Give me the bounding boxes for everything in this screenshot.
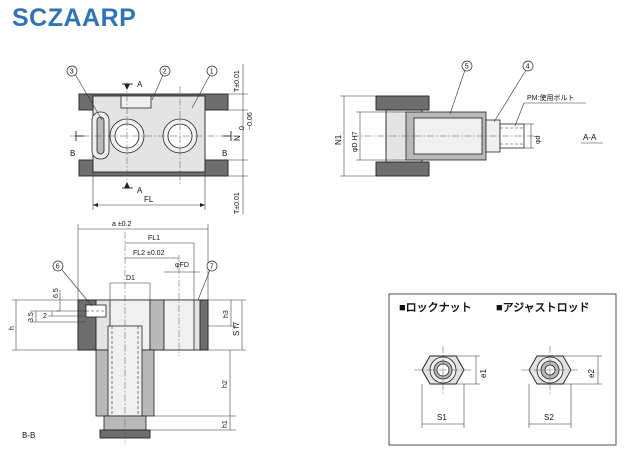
- dim-phi-d: φd: [535, 135, 542, 144]
- part-2-band: [120, 95, 152, 109]
- balloon-6: [52, 260, 64, 272]
- dim-t-top: T±0.01: [234, 70, 241, 92]
- section-b-right: B: [222, 149, 227, 158]
- balloon-4: [522, 60, 534, 72]
- legend-s2: S2: [544, 413, 554, 422]
- legend-lock-nut-title: ■ロックナット: [399, 301, 472, 314]
- dim-fl: FL: [144, 195, 154, 204]
- legend-e1: e1: [479, 369, 488, 378]
- section-aa-view: N1 φD H7 φd 5 4 PM:使用ボルト A-A: [334, 60, 603, 177]
- aa-upper-rail: [375, 95, 430, 111]
- balloon-7-label: 7: [210, 264, 214, 271]
- dim-h3: h3: [223, 310, 230, 318]
- callout-pm-bolt: PM:使用ボルト: [527, 93, 574, 102]
- slot-3-core: [96, 116, 105, 155]
- dim-n-tol-lower: −0.06: [247, 112, 254, 130]
- balloon-1: [206, 65, 218, 77]
- balloon-5: [461, 60, 473, 72]
- top-view: A A B B FL T±0.01 T±0.01 N 0 −0.06 3: [66, 64, 254, 214]
- lock-nut-hex: S1 e1: [414, 346, 488, 428]
- balloon-3-label: 3: [70, 69, 74, 76]
- dim-h2: h2: [222, 380, 229, 388]
- view-label-bb: B-B: [22, 431, 35, 440]
- balloon-4-label: 4: [526, 64, 530, 71]
- section-a-bottom: A: [137, 186, 143, 195]
- dim-h1: h1: [222, 420, 229, 428]
- balloon-2-label: 2: [163, 69, 167, 76]
- section-a-top: A: [137, 80, 143, 89]
- bb-right-rail: [199, 299, 209, 351]
- legend-adjust-rod-title: ■アジャストロッド: [496, 301, 590, 314]
- dim-n-tol-upper: 0: [239, 126, 246, 130]
- legend-e2: e2: [587, 369, 596, 378]
- aa-lower-rail: [375, 161, 430, 177]
- dim-n: N: [233, 135, 242, 141]
- dim-d1: D1: [126, 275, 135, 282]
- dim-2: 2: [43, 313, 47, 320]
- balloon-6-label: 6: [56, 264, 60, 271]
- section-bb-view: a ±0.2 FL1 FL2 ±0.02 φFD D1 h 6.5 3.5 2 …: [9, 221, 246, 445]
- bb-step: [149, 299, 165, 351]
- dim-n1: N1: [334, 134, 343, 145]
- legend-box: ■ロックナット ■アジャストロッド S1 e1: [388, 293, 617, 446]
- legend-s1: S1: [437, 413, 447, 422]
- dim-t-bottom: T±0.01: [234, 192, 241, 214]
- dim-fl2: FL2 ±0.02: [133, 250, 165, 257]
- balloon-5-label: 5: [465, 64, 469, 71]
- dim-6-5: 6.5: [53, 288, 60, 298]
- adjust-rod-hex: S2 e2: [521, 346, 602, 428]
- dim-phi-d-h7: φD H7: [352, 131, 359, 152]
- dim-s-f7: S f7: [232, 321, 241, 336]
- balloon-1-label: 1: [210, 69, 214, 76]
- balloon-7: [206, 260, 218, 272]
- dim-phi-fd: φFD: [175, 262, 189, 269]
- dim-h: h: [9, 326, 16, 330]
- page-title: SCZAARP: [12, 4, 137, 32]
- dim-a: a ±0.2: [112, 221, 132, 228]
- section-b-left: B: [70, 149, 75, 158]
- balloon-2: [159, 65, 171, 77]
- view-label-aa: A-A: [583, 133, 597, 142]
- dim-3-5: 3.5: [28, 312, 35, 322]
- dim-fl1: FL1: [148, 235, 160, 242]
- balloon-3: [66, 65, 78, 77]
